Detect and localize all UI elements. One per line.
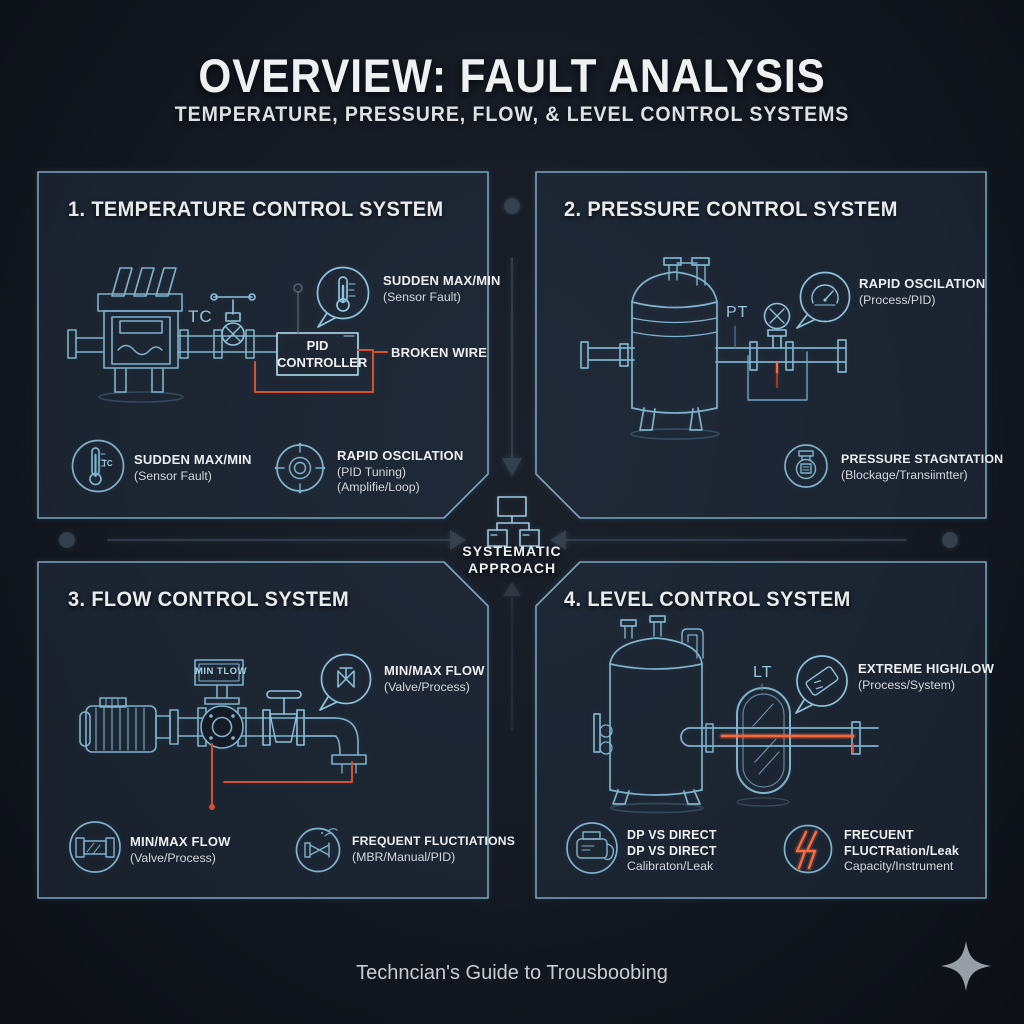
tc-tag-label: TC xyxy=(188,307,213,326)
pressure-gauge-drawing xyxy=(734,302,791,349)
furnace-drawing xyxy=(67,267,278,403)
right-corridor-dot xyxy=(942,532,958,548)
level-fault-1-label: DP VS DIRECT DP VS DIRECT Calibraton/Lea… xyxy=(627,828,717,873)
up-arrow-head-icon xyxy=(503,582,521,596)
broken-wire-path xyxy=(254,349,388,393)
temperature-valve-drawing xyxy=(210,293,256,346)
level-bubble-label: EXTREME HIGH/LOW (Process/System) xyxy=(858,661,995,692)
thermometer-icon xyxy=(336,276,356,312)
temperature-bubble-label: SUDDEN MAX/MIN (Sensor Fault) xyxy=(383,273,501,304)
flow-fault-1-label: MIN/MAX FLOW (Valve/Process) xyxy=(130,834,231,865)
flowchart-icon xyxy=(487,496,540,547)
page-title: OVERVIEW: FAULT ANALYSIS xyxy=(198,49,826,102)
valve-icon xyxy=(75,837,115,858)
pressure-tank-drawing xyxy=(580,257,847,440)
right-arrow-head-icon xyxy=(450,530,466,550)
corridor-arrows xyxy=(59,198,958,731)
left-corridor-dot xyxy=(59,532,75,548)
pressure-fault-1-label: PRESSURE STAGNTATION (Blockage/Transiimt… xyxy=(841,452,1004,482)
thermometer-tc-tag: TC xyxy=(102,459,113,468)
level-fault-1-circle xyxy=(566,822,618,874)
temperature-panel-outline xyxy=(37,171,489,519)
systematic-approach-line2: APPROACH xyxy=(467,560,557,576)
elbow-pipe-drawing xyxy=(303,717,367,774)
left-arrow-head-icon xyxy=(550,530,566,550)
temperature-speech-bubble xyxy=(316,266,370,328)
target-icon xyxy=(274,442,326,494)
down-arrow-head-icon xyxy=(502,458,522,476)
pressure-fault-lines xyxy=(747,351,808,401)
systematic-approach-line1: SYSTEMATIC xyxy=(462,543,562,559)
flow-panel-title: 3. FLOW CONTROL SYSTEM xyxy=(68,587,350,611)
pressure-fault-1-circle xyxy=(784,444,828,488)
broken-wire-label: BROKEN WIRE xyxy=(391,345,488,360)
flow-fault-1-circle xyxy=(69,821,121,873)
pressure-bubble-label: RAPID OSCILATION (Process/PID) xyxy=(859,276,986,307)
footer-caption: Techncian's Guide to Trousboobing xyxy=(356,962,668,984)
pid-controller-label: PID CONTROLLER xyxy=(277,338,368,370)
flow-fault-2-label: FREQUENT FLUCTIATIONS (MBR/Manual/PID) xyxy=(352,834,516,864)
gauge-icon xyxy=(811,284,839,306)
flow-speech-bubble xyxy=(319,653,372,711)
pump-drawing xyxy=(79,697,179,753)
pt-tag-label: PT xyxy=(726,304,749,321)
dp-transmitter-icon xyxy=(576,831,615,861)
valve-icon xyxy=(337,667,355,688)
temperature-panel-title: 1. TEMPERATURE CONTROL SYSTEM xyxy=(68,197,444,221)
temp-fault-2-circle xyxy=(274,442,326,494)
pressure-speech-bubble xyxy=(796,271,851,329)
level-panel-outline xyxy=(535,561,987,899)
flow-valve-drawing xyxy=(262,690,305,746)
flow-fault-2-circle xyxy=(295,827,341,873)
vibrating-valve-icon xyxy=(304,828,338,858)
level-fault-2-label: FRECUENT FLUCTRation/Leak Capacity/Instr… xyxy=(844,828,960,873)
page-subtitle: TEMPERATURE, PRESSURE, FLOW, & LEVEL CON… xyxy=(174,103,850,126)
thermometer-icon xyxy=(89,447,106,486)
level-speech-bubble xyxy=(795,655,848,714)
sparkle-icon xyxy=(941,941,991,991)
level-switch-icon xyxy=(805,666,839,696)
pressure-panel-outline xyxy=(535,171,987,519)
pressure-transmitter-icon xyxy=(795,450,817,480)
pid-controller-box xyxy=(276,283,359,376)
lt-tag-label: LT xyxy=(753,664,773,681)
level-panel-title: 4. LEVEL CONTROL SYSTEM xyxy=(564,587,851,611)
flow-bubble-label: MIN/MAX FLOW (Valve/Process) xyxy=(384,663,485,694)
pressure-panel-title: 2. PRESSURE CONTROL SYSTEM xyxy=(564,197,898,221)
temp-fault-1-label: SUDDEN MAX/MIN (Sensor Fault) xyxy=(134,452,252,483)
top-corridor-dot xyxy=(504,198,520,214)
flow-fault-wires xyxy=(209,743,353,810)
temp-fault-1-circle xyxy=(71,439,125,493)
level-tank-drawing xyxy=(593,615,704,814)
flow-display-readout: MIN TLOW xyxy=(195,666,248,677)
sight-glass-drawing xyxy=(680,683,879,807)
level-fault-line xyxy=(719,733,856,753)
temp-fault-2-label: RAPID OSCILATION (PID Tuning) (Amplifie/… xyxy=(337,448,464,495)
level-fault-2-circle xyxy=(783,824,833,874)
lightning-icon xyxy=(794,829,819,871)
